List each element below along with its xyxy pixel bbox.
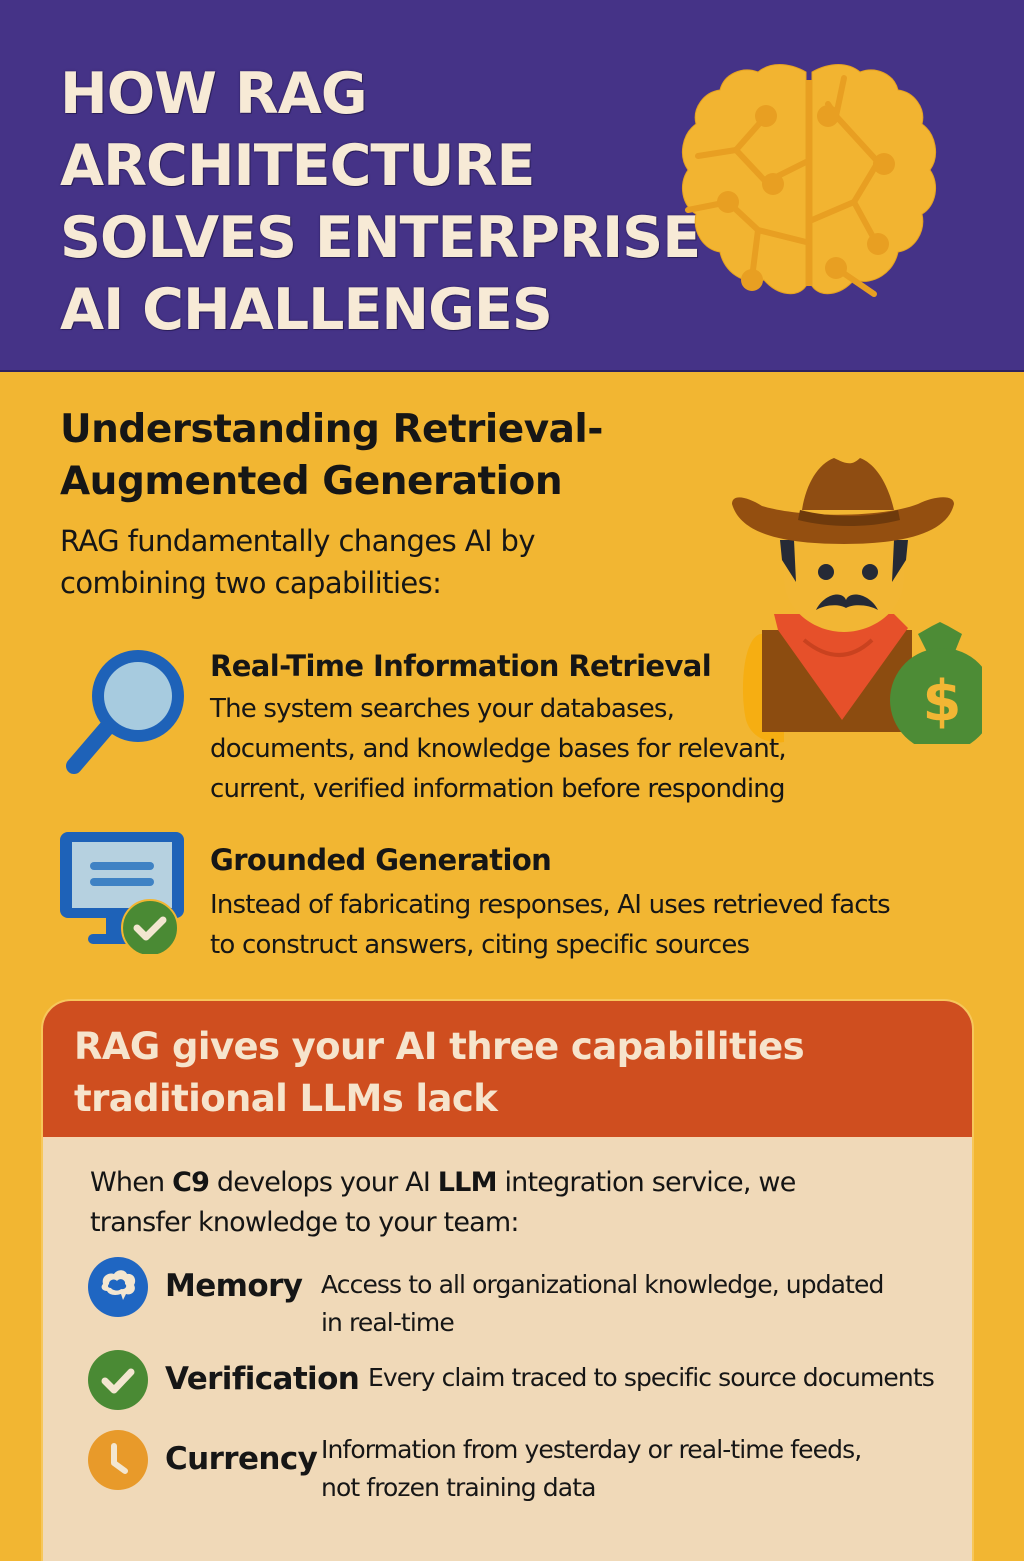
feature-title: Grounded Generation — [210, 843, 552, 877]
header-banner: HOW RAG ARCHITECTURE SOLVES ENTERPRISE A… — [0, 0, 1024, 372]
brain-speech-bubble-icon — [88, 1257, 148, 1317]
magnifying-glass-icon — [66, 650, 184, 774]
feature-title: Real-Time Information Retrieval — [210, 649, 712, 683]
page-title: HOW RAG ARCHITECTURE SOLVES ENTERPRISE A… — [60, 61, 701, 343]
clock-icon — [88, 1430, 148, 1490]
capability-name: Memory — [165, 1268, 303, 1304]
section-title: Understanding Retrieval-Augmented Genera… — [60, 407, 604, 504]
capability-name: Verification — [165, 1361, 360, 1397]
capability-description: Every claim traced to specific source do… — [368, 1363, 935, 1392]
cowboy-with-money-bag-icon: $ — [732, 458, 982, 744]
capability-description: Access to all organizational knowledge, … — [321, 1270, 884, 1337]
section-intro: RAG fundamentally changes AI by combinin… — [60, 524, 535, 600]
capabilities-card: RAG gives your AI three capabilities tra… — [43, 1001, 972, 1561]
brain-circuit-icon — [681, 64, 937, 297]
capability-description: Information from yesterday or real-time … — [321, 1435, 862, 1502]
card-header: RAG gives your AI three capabilities tra… — [43, 1001, 972, 1139]
feature-description: Instead of fabricating responses, AI use… — [210, 890, 891, 960]
svg-text:$: $ — [923, 669, 962, 734]
capability-name: Currency — [165, 1441, 318, 1477]
brand-name: C9 — [172, 1167, 210, 1198]
feature-description: The system searches your databases, docu… — [210, 694, 787, 804]
monitor-check-icon — [60, 832, 184, 954]
checkmark-icon — [88, 1350, 148, 1410]
card-title: RAG gives your AI three capabilities tra… — [74, 1025, 805, 1120]
card-intro: When C9 develops your AI LLM integration… — [90, 1167, 796, 1238]
